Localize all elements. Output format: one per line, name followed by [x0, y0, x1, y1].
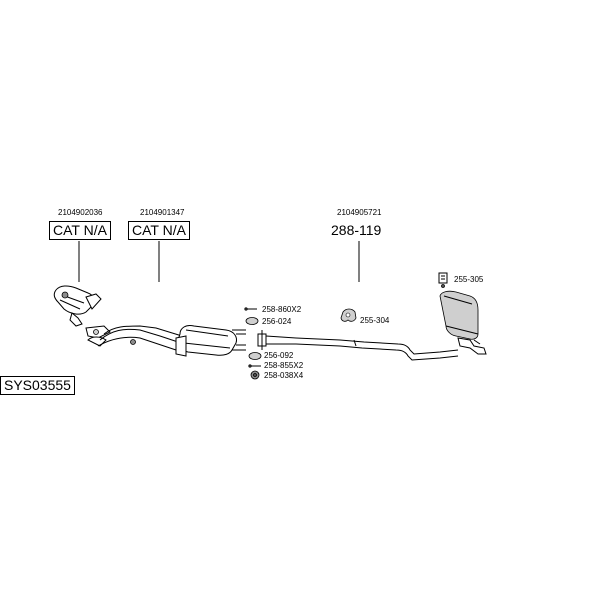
- gasket-top-icon: [245, 317, 259, 325]
- rubber-hanger-icon: [340, 308, 357, 322]
- mounting-kit-icon: [438, 272, 448, 288]
- section-2-part-number: 2104901347: [140, 208, 185, 217]
- section-2-label: CAT N/A: [128, 221, 190, 240]
- gasket-bottom-icon: [248, 352, 262, 360]
- part-label-rubber-hanger: 255-304: [360, 316, 390, 325]
- diagram-reference-code: SYS03555: [0, 376, 75, 395]
- connector-sleeve: [257, 330, 267, 350]
- clamp-top-icon: [244, 307, 257, 311]
- clamp-bottom-icon: [248, 364, 261, 368]
- rear-pipe: [265, 335, 459, 361]
- part-label-clamp-top: 258-860X2: [262, 305, 302, 314]
- twin-catalytic-converter: [175, 325, 246, 357]
- front-catalytic-converter: [53, 285, 102, 327]
- section-1-part-number: 2104902036: [58, 208, 103, 217]
- section-3-label: 288-119: [331, 222, 382, 238]
- section-3-part-number: 2104905721: [337, 208, 382, 217]
- part-label-rubber-mount: 258-038X4: [264, 371, 304, 380]
- part-label-gasket-bottom: 256-092: [264, 351, 294, 360]
- intermediate-pipe: [97, 325, 183, 351]
- rubber-mount-icon: [250, 370, 260, 380]
- rear-silencer: [439, 290, 487, 355]
- section-1-label: CAT N/A: [49, 221, 111, 240]
- part-label-clamp-bottom: 258-855X2: [264, 361, 304, 370]
- part-label-gasket-top: 256-024: [262, 317, 292, 326]
- part-label-mounting-kit: 255-305: [454, 275, 484, 284]
